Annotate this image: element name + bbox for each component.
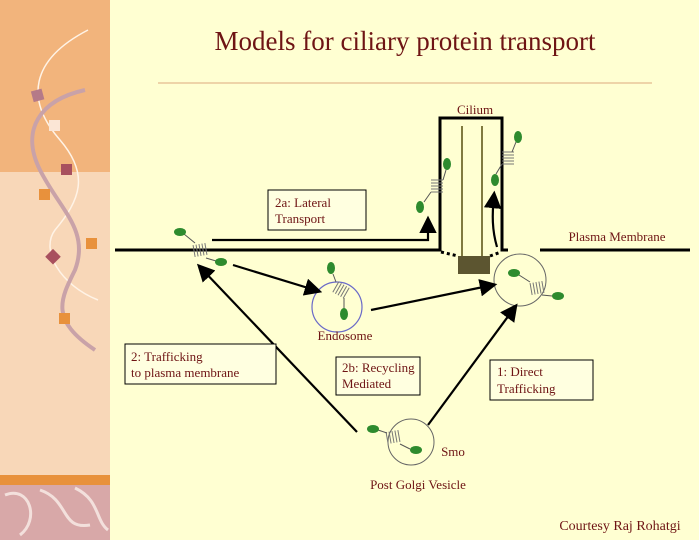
svg-text:Mediated: Mediated (342, 376, 392, 391)
post-golgi-vesicle-label: Post Golgi Vesicle (370, 477, 466, 492)
label-box-lateral-transport: 2a: Lateral Transport (267, 189, 367, 231)
smo-receptor (508, 269, 564, 300)
smo-receptor (174, 228, 227, 266)
smo-receptor (327, 262, 350, 320)
smo-receptor (416, 158, 451, 213)
arrow-endosome-to-cilium (370, 279, 498, 312)
label-box-trafficking: 2: Trafficking to plasma membrane (124, 343, 277, 385)
transport-arrows (196, 190, 518, 433)
cilium-label: Cilium (457, 102, 493, 117)
svg-text:1: Direct: 1: Direct (497, 364, 543, 379)
svg-text:to plasma membrane: to plasma membrane (131, 365, 240, 380)
svg-text:2a: Lateral: 2a: Lateral (275, 195, 331, 210)
plasma-membrane (115, 116, 690, 252)
svg-text:Trafficking: Trafficking (497, 381, 556, 396)
smo-label: Smo (441, 444, 465, 459)
arrow-to-endosome (232, 263, 323, 296)
endosome-label: Endosome (318, 328, 373, 343)
arrow-direct-trafficking (427, 303, 518, 426)
basal-body (458, 256, 490, 274)
label-box-recycling: 2b: Recycling Mediated (335, 356, 421, 396)
post-golgi-vesicle (387, 418, 435, 466)
endosome (311, 281, 363, 333)
transition-zone-left (440, 250, 459, 258)
svg-text:2: Trafficking: 2: Trafficking (131, 349, 203, 364)
label-box-direct: 1: Direct Trafficking (489, 359, 594, 401)
svg-text:Transport: Transport (275, 211, 325, 226)
decorative-sidebar (0, 0, 110, 540)
smo-receptor (491, 131, 522, 186)
smo-receptor (367, 425, 422, 454)
plasma-membrane-label: Plasma Membrane (568, 229, 665, 244)
credit-text: Courtesy Raj Rohatgi (559, 519, 680, 534)
slide-title: Models for ciliary protein transport (215, 26, 596, 56)
arrow-to-plasma-membrane (196, 263, 358, 433)
docking-vesicle (493, 253, 547, 307)
transition-zone-right (489, 250, 502, 258)
arrow-lateral-transport (212, 215, 437, 242)
arrow-into-cilium (483, 190, 502, 248)
svg-text:2b: Recycling: 2b: Recycling (342, 360, 415, 375)
